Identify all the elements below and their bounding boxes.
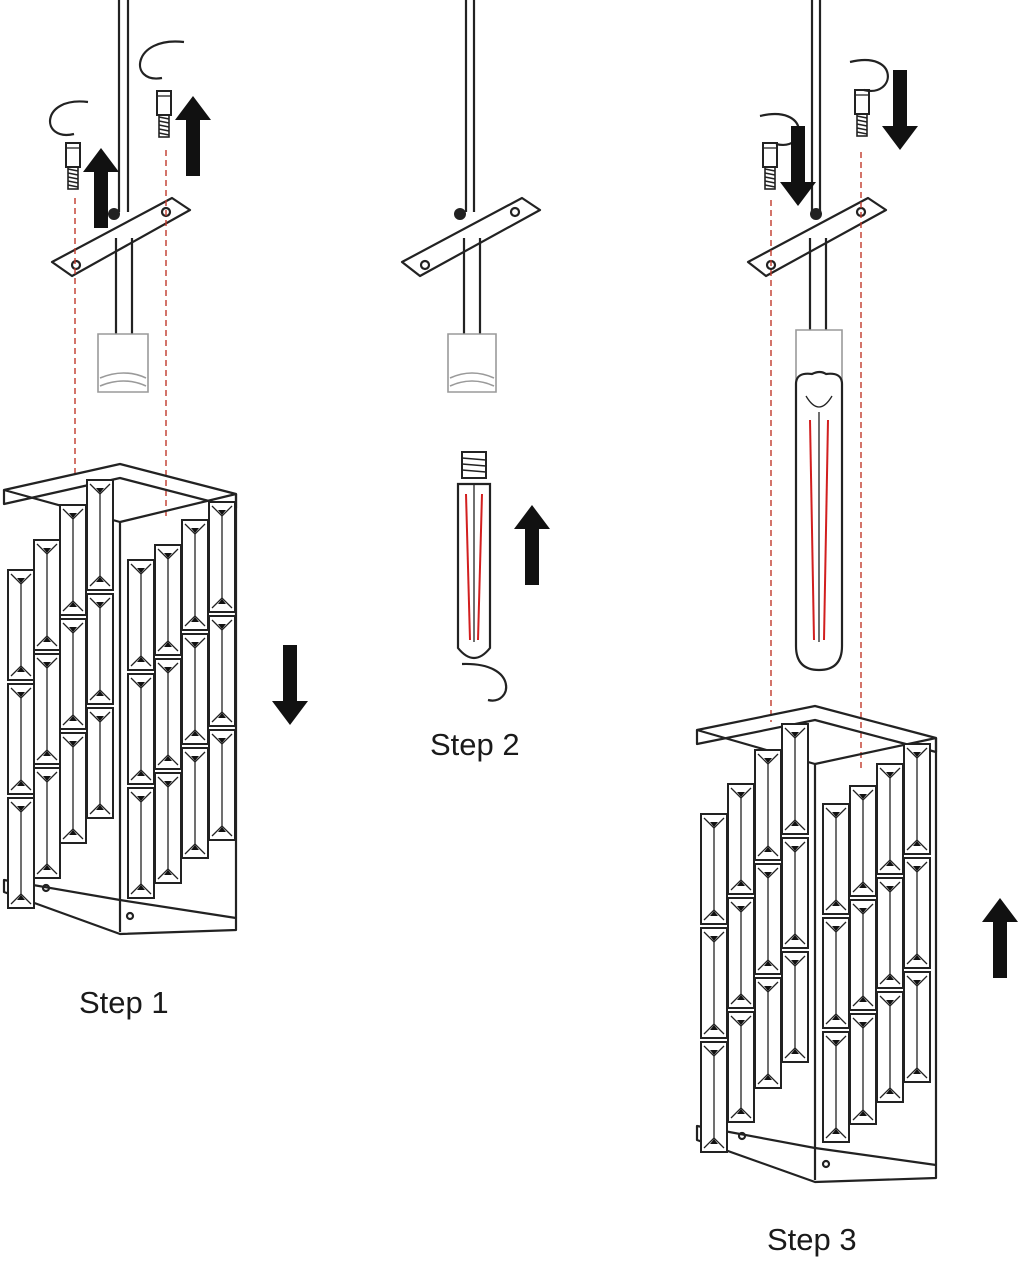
step-1-illustration: [2, 0, 308, 936]
step-3-illustration: [695, 0, 1018, 1184]
step-2-label: Step 2: [430, 727, 520, 762]
step-1-label: Step 1: [79, 985, 169, 1020]
bulb-icon: [456, 451, 492, 660]
step-3-label: Step 3: [767, 1222, 857, 1257]
step-2-illustration: [400, 0, 550, 702]
